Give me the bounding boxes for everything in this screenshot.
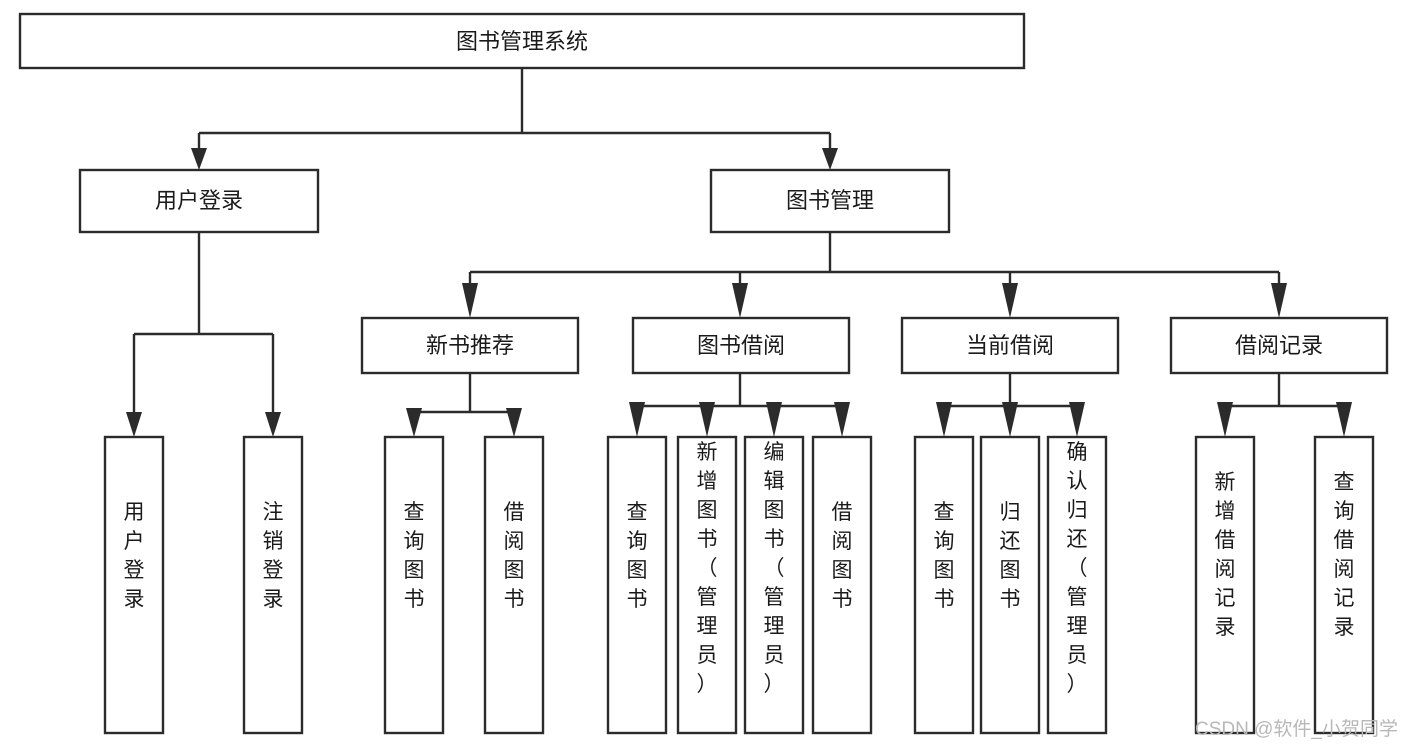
node-leaf-return-book[interactable]: 归还图书 [979,435,1041,735]
node-leaf-borrow-book-2-rect[interactable] [811,435,873,735]
node-leaf-logout-rect[interactable] [242,435,304,735]
node-leaf-query-book-2-label: 查询图书 [627,501,648,611]
node-book-management[interactable]: 图书管理 [709,168,951,234]
node-leaf-confirm-return-rect[interactable] [1046,435,1108,735]
node-leaf-borrow-book-1-rect[interactable] [483,435,545,735]
node-leaf-confirm-return-label: 确认归还（管理员） [1067,441,1088,696]
node-leaf-confirm-return[interactable]: 确认归还（管理员） [1046,435,1108,735]
arrowhead-user-login [191,148,207,170]
node-root[interactable]: 图书管理系统 [18,12,1026,70]
node-book-borrow[interactable]: 图书借阅 [631,316,851,375]
arrowhead-borrow-record [1271,283,1287,318]
node-user-login-rect[interactable] [78,168,320,234]
node-leaf-add-book-rect[interactable] [676,435,738,735]
node-leaf-query-record-rect[interactable] [1313,435,1375,735]
node-leaf-borrow-book-1-label: 借阅图书 [504,501,525,611]
node-leaf-query-book-1-label: 查询图书 [404,501,425,611]
node-user-login-label: 用户登录 [155,188,243,213]
node-book-management-label: 图书管理 [786,188,874,213]
node-root-label: 图书管理系统 [456,29,588,54]
node-leaf-logout[interactable]: 注销登录 [242,435,304,735]
node-new-book-recommend[interactable]: 新书推荐 [360,316,580,375]
node-book-borrow-label: 图书借阅 [697,333,785,358]
node-book-management-rect[interactable] [709,168,951,234]
node-leaf-add-record-rect[interactable] [1194,435,1256,735]
node-leaf-return-book-label: 归还图书 [1000,501,1021,611]
node-borrow-record-rect[interactable] [1169,316,1389,375]
node-new-book-recommend-label: 新书推荐 [426,333,514,358]
node-leaf-borrow-book-2[interactable]: 借阅图书 [811,435,873,735]
node-current-borrow-label: 当前借阅 [966,333,1054,358]
arrowhead-book-management [822,148,838,170]
arrowhead-br-leaf2 [1336,402,1352,437]
node-leaf-return-book-rect[interactable] [979,435,1041,735]
node-leaf-edit-book-rect[interactable] [743,435,805,735]
arrowhead-br-leaf1 [1217,402,1233,437]
node-borrow-record-label: 借阅记录 [1235,333,1323,358]
arrowhead-leaf-user-login [126,412,142,437]
node-leaf-query-book-3[interactable]: 查询图书 [913,435,975,735]
node-leaf-borrow-book-1[interactable]: 借阅图书 [483,435,545,735]
node-root-rect[interactable] [18,12,1026,70]
node-user-login[interactable]: 用户登录 [78,168,320,234]
node-leaf-borrow-book-2-label: 借阅图书 [832,501,853,611]
node-leaf-query-book-1[interactable]: 查询图书 [383,435,445,735]
arrowhead-bb-leaf1 [629,402,645,437]
node-leaf-query-book-1-rect[interactable] [383,435,445,735]
arrowhead-cb-leaf2 [1002,402,1018,437]
arrowhead-new-book-recommend [462,283,478,318]
node-current-borrow[interactable]: 当前借阅 [900,316,1120,375]
node-leaf-query-book-2-rect[interactable] [606,435,668,735]
node-leaf-add-record-label: 新增借阅记录 [1215,471,1236,639]
node-leaf-user-login-rect[interactable] [103,435,165,735]
node-leaf-logout-label: 注销登录 [263,501,284,611]
node-leaf-query-book-3-rect[interactable] [913,435,975,735]
node-borrow-record[interactable]: 借阅记录 [1169,316,1389,375]
arrowhead-cb-leaf3 [1069,402,1085,437]
arrowhead-nbr-leaf1 [406,408,422,437]
arrowhead-book-borrow [732,283,748,318]
node-new-book-recommend-rect[interactable] [360,316,580,375]
node-leaf-query-book-2[interactable]: 查询图书 [606,435,668,735]
node-leaf-add-book[interactable]: 新增图书（管理员） [676,435,738,735]
node-leaf-user-login-label: 用户登录 [124,501,145,611]
arrowhead-bb-leaf4 [834,402,850,437]
node-leaf-add-record[interactable]: 新增借阅记录 [1194,435,1256,735]
node-leaf-query-record[interactable]: 查询借阅记录 [1313,435,1375,735]
node-leaf-query-record-label: 查询借阅记录 [1334,471,1355,639]
node-leaf-add-book-label: 新增图书（管理员） [697,441,718,696]
arrowhead-current-borrow [1002,283,1018,318]
connector-layer [126,68,1352,437]
node-current-borrow-rect[interactable] [900,316,1120,375]
node-leaf-edit-book[interactable]: 编辑图书（管理员） [743,435,805,735]
node-leaf-edit-book-label: 编辑图书（管理员） [764,441,785,696]
arrowhead-leaf-logout [265,412,281,437]
node-book-borrow-rect[interactable] [631,316,851,375]
arrowhead-cb-leaf1 [936,402,952,437]
arrowhead-bb-leaf2 [699,402,715,437]
arrowhead-bb-leaf3 [766,402,782,437]
node-leaf-user-login[interactable]: 用户登录 [103,435,165,735]
node-leaf-query-book-3-label: 查询图书 [934,501,955,611]
watermark-label: CSDN @软件_小贺同学 [1195,718,1398,740]
arrowhead-nbr-leaf2 [506,408,522,437]
